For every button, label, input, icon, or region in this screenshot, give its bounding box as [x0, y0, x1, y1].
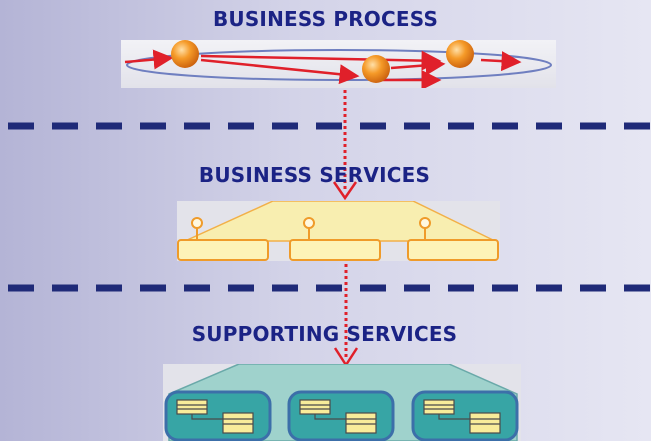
- support-component-container: [411, 390, 519, 441]
- lollipop-interface-icon: [303, 217, 315, 240]
- process-flow-arrows: [124, 49, 522, 88]
- dotted-connector-arrow: [331, 262, 361, 368]
- support-component-container: [164, 390, 272, 441]
- layer-divider: [0, 284, 651, 292]
- business-services-panel: [177, 201, 500, 261]
- orange-sphere-icon: [362, 55, 390, 83]
- lollipop-interface-icon: [419, 217, 431, 240]
- orange-sphere-icon: [171, 40, 199, 68]
- component-box-icon: [299, 399, 377, 434]
- layer-divider: [0, 122, 651, 130]
- dotted-connector-arrow: [330, 88, 360, 200]
- service-box: [177, 217, 269, 261]
- component-box-icon: [423, 399, 501, 434]
- service-box: [289, 217, 381, 261]
- business-process-panel: [121, 40, 556, 88]
- service-box: [407, 217, 499, 261]
- supporting-services-title: SUPPORTING SERVICES: [191, 322, 458, 346]
- business-process-title: BUSINESS PROCESS: [212, 7, 439, 31]
- supporting-services-panel: [163, 364, 521, 441]
- support-component-container: [287, 390, 395, 441]
- business-services-title: BUSINESS SERVICES: [198, 163, 431, 187]
- component-box-icon: [176, 399, 254, 434]
- lollipop-interface-icon: [191, 217, 203, 240]
- orange-sphere-icon: [446, 40, 474, 68]
